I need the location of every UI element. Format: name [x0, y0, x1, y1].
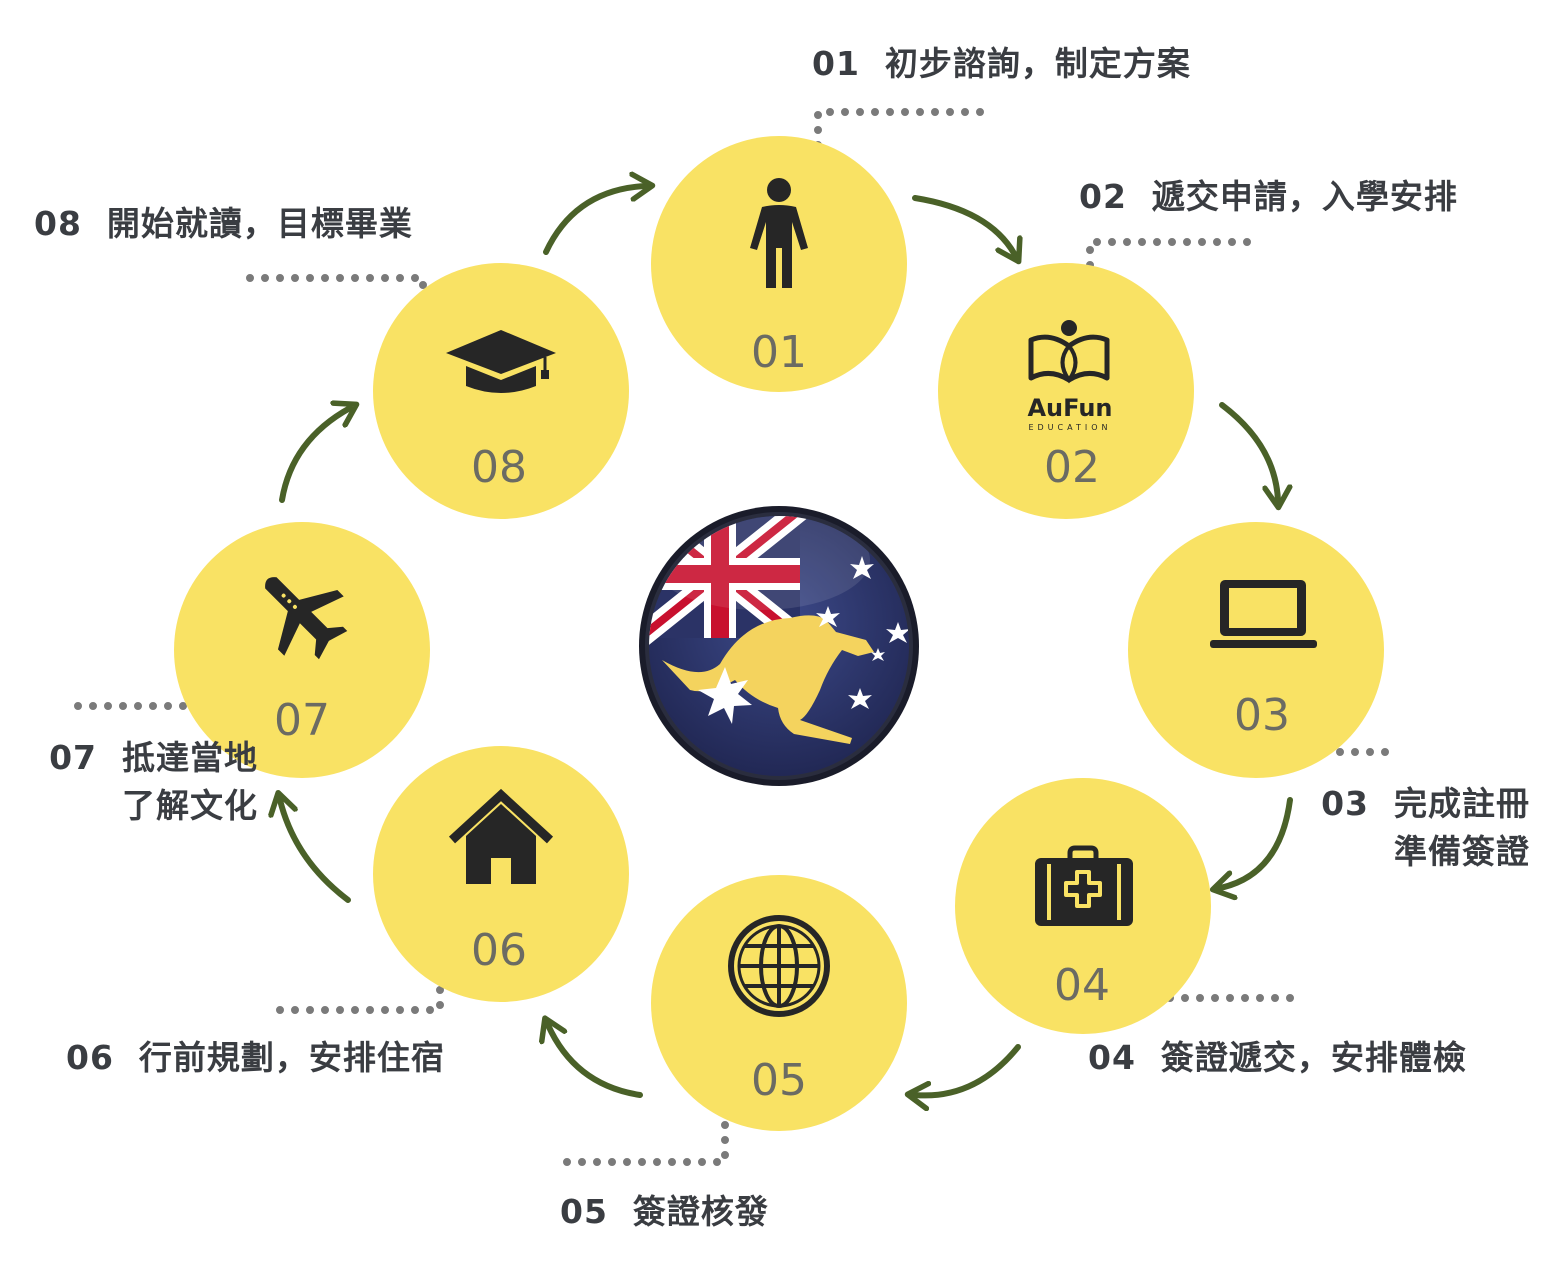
step-05-label-text: 簽證核發 [632, 1192, 769, 1231]
logo-sub: EDUCATION [1028, 423, 1111, 432]
step-05-label: 05 簽證核發 [560, 1188, 769, 1236]
step-08-number: 08 [471, 442, 527, 493]
house-icon [448, 788, 554, 884]
aufun-education-logo: AuFun EDUCATION [1027, 320, 1113, 432]
kangaroo-silhouette [662, 615, 874, 744]
step-04-label-text: 簽證遞交，安排體檢 [1160, 1038, 1467, 1077]
dots-01 [814, 108, 989, 164]
step-01-label-text: 初步諮詢，制定方案 [884, 44, 1191, 83]
star-3 [886, 622, 909, 643]
step-06-label: 06 行前規劃，安排住宿 [66, 1034, 445, 1082]
step-03-label-line2: 準備簽證 [1394, 832, 1530, 871]
star-4 [848, 688, 872, 709]
step-05-number: 05 [751, 1055, 807, 1106]
step-06-number: 06 [471, 925, 527, 976]
step-01-label: 01 初步諮詢，制定方案 [812, 40, 1191, 88]
step-04-label-number: 04 [1088, 1038, 1136, 1077]
step-07-label-line1: 抵達當地 [122, 738, 258, 777]
step-06-label-number: 06 [66, 1038, 114, 1077]
step-03-label-line1: 完成註冊 [1394, 784, 1530, 823]
arrow-04-05 [915, 1044, 1021, 1095]
step-02-number: 02 [1044, 442, 1100, 493]
step-03-number: 03 [1234, 690, 1290, 741]
step-03-label-number: 03 [1321, 784, 1370, 823]
step-02-label: 02 遞交申請，入學安排 [1079, 173, 1458, 221]
arrow-05-06 [548, 1025, 643, 1098]
star-5 [871, 648, 885, 661]
arrow-03-04 [1220, 797, 1293, 888]
star-2 [816, 606, 840, 627]
step-07-circle [174, 522, 430, 778]
step-04-label: 04 簽證遞交，安排體檢 [1088, 1034, 1467, 1082]
graduation-cap-icon [446, 330, 556, 393]
arrow-01-02 [912, 195, 1015, 255]
step-08-label-text: 開始就讀，目標畢業 [106, 204, 413, 243]
australia-flag-badge [639, 506, 919, 786]
step-03-label: 03 完成註冊 準備簽證 [1300, 780, 1530, 876]
circle-numbers: 01 02 03 04 05 06 07 08 [274, 327, 1290, 1106]
step-08-label: 08 開始就讀，目標畢業 [34, 200, 413, 248]
step-04-number: 04 [1054, 960, 1110, 1011]
step-01-circle [651, 136, 907, 392]
federation-star [698, 667, 752, 724]
step-08-label-number: 08 [34, 204, 82, 243]
person-icon [750, 178, 808, 288]
step-02-label-number: 02 [1079, 177, 1127, 216]
arrow-08-01 [543, 186, 645, 255]
medical-kit-icon [1035, 845, 1133, 926]
logo-name: AuFun [1027, 394, 1112, 422]
laptop-icon [1210, 580, 1317, 648]
globe-icon [728, 915, 830, 1017]
step-07-label-line2: 了解文化 [122, 786, 258, 825]
arrow-02-03 [1219, 402, 1278, 500]
step-03-circle [1128, 522, 1384, 778]
step-circles [174, 136, 1384, 1131]
step-07-label: 07 抵達當地 了解文化 [28, 734, 258, 830]
step-02-circle [938, 263, 1194, 519]
arrow-06-07 [280, 800, 351, 903]
step-07-number: 07 [274, 695, 330, 746]
arrow-07-08 [279, 408, 350, 503]
step-07-label-number: 07 [49, 738, 98, 777]
dots-05 [558, 1106, 729, 1166]
step-01-number: 01 [751, 327, 807, 378]
step-06-label-text: 行前規劃，安排住宿 [138, 1038, 445, 1077]
airplane-icon [265, 577, 348, 660]
arrows [279, 186, 1293, 1098]
step-01-label-number: 01 [812, 44, 860, 83]
step-02-label-text: 遞交申請，入學安排 [1151, 177, 1458, 216]
step-05-label-number: 05 [560, 1192, 608, 1231]
star-1 [850, 556, 874, 579]
